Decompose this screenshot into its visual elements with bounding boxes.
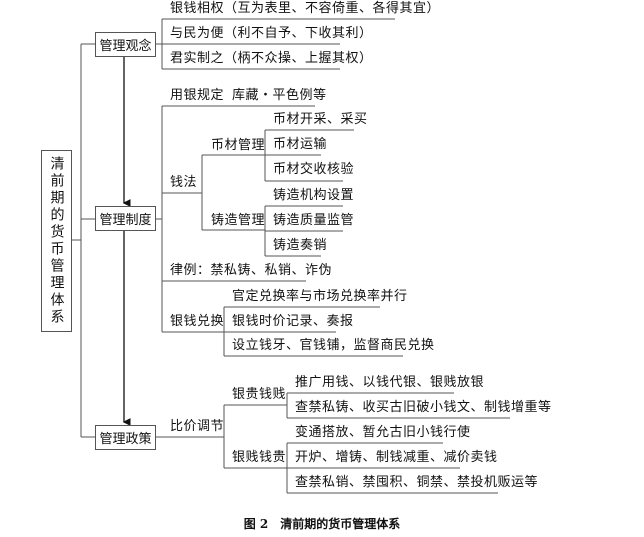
node-policy: 管理政策 — [95, 425, 156, 450]
coin-law: 钱法 — [170, 175, 198, 190]
material-item: 币材开采、采买 — [273, 112, 368, 127]
material-item: 币材运输 — [273, 137, 328, 152]
casting-item: 铸造质量监管 — [273, 213, 355, 228]
material-item: 币材交收核验 — [273, 162, 355, 177]
concept-item: 君实制之（柄不众操、上握其权） — [170, 51, 373, 66]
concept-item: 与民为便（利不自予、下收其利） — [170, 26, 373, 41]
root-node: 清前期的货币管理体系 — [41, 150, 72, 332]
exchange-item: 设立钱牙、官钱铺，监督商民兑换 — [232, 338, 435, 353]
node-concept: 管理观念 — [95, 32, 156, 57]
silver-cheap-item: 开炉、增铸、制钱减重、减价卖钱 — [295, 450, 498, 465]
silver-rule: 用银规定 — [170, 88, 225, 103]
silver-cheap-item: 变通搭放、暂允古旧小钱行使 — [295, 425, 471, 440]
casting-item: 铸造机构设置 — [273, 188, 355, 203]
node-system: 管理制度 — [95, 206, 156, 231]
casting-item: 铸造奏销 — [273, 238, 328, 253]
silver-rule-detail: 库藏・平色例等 — [232, 88, 327, 103]
material-node: 币材管理 — [211, 138, 266, 153]
figure-caption: 图 2 清前期的货币管理体系 — [243, 517, 401, 531]
silver-dear-node: 银贵钱贱 — [232, 387, 287, 402]
casting-node: 铸造管理 — [211, 213, 266, 228]
silver-dear-item: 查禁私铸、收买古旧破小钱文、制钱增重等 — [295, 400, 552, 415]
law: 律例：禁私铸、私销、诈伪 — [170, 263, 333, 278]
concept-item: 银钱相权（互为表里、不容倚重、各得其宜） — [170, 1, 441, 16]
exchange-item: 官定兑换率与市场兑换率并行 — [232, 289, 408, 304]
ratio-node: 比价调节 — [170, 419, 225, 434]
exchange-node: 银钱兑换 — [170, 314, 225, 329]
silver-dear-item: 推广用钱、以钱代银、银贱放银 — [295, 375, 485, 390]
exchange-item: 银钱时价记录、奏报 — [232, 314, 354, 329]
silver-cheap-node: 银贱钱贵 — [232, 450, 287, 465]
silver-cheap-item: 查禁私销、禁囤积、铜禁、禁投机贩运等 — [295, 475, 539, 490]
